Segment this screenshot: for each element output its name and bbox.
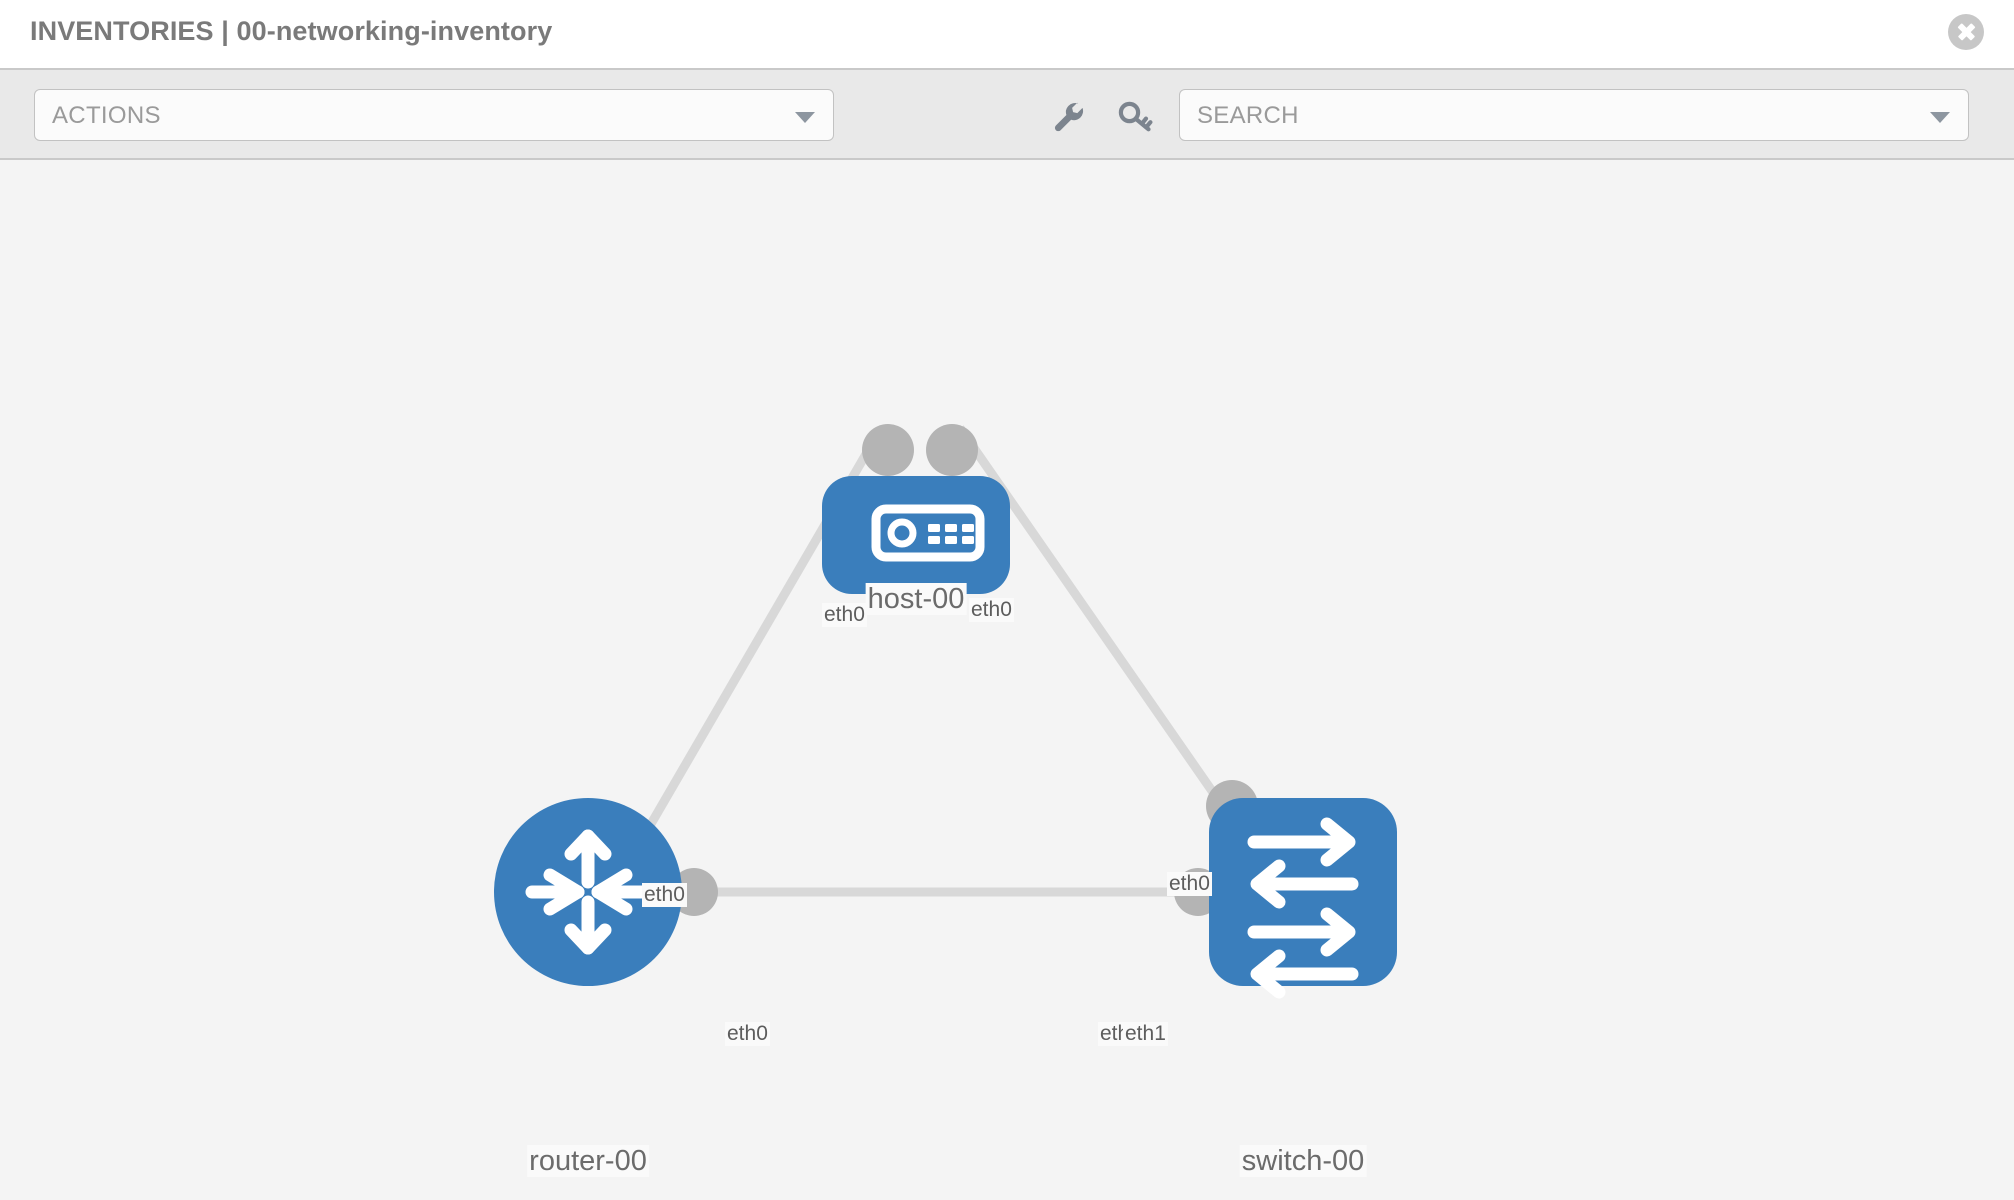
page-title: INVENTORIES | 00-networking-inventory xyxy=(30,16,553,46)
page-header: INVENTORIES | 00-networking-inventory xyxy=(0,0,2014,70)
chevron-down-icon xyxy=(1930,112,1950,123)
actions-dropdown[interactable]: ACTIONS xyxy=(34,89,834,141)
node-host-00[interactable] xyxy=(822,476,1010,594)
key-icon[interactable] xyxy=(1115,96,1155,136)
node-switch-00[interactable] xyxy=(1209,798,1397,999)
close-icon[interactable] xyxy=(1948,14,1984,50)
iface-label: eth0 xyxy=(1167,872,1212,897)
node-router-00[interactable] xyxy=(494,798,682,986)
server-icon-body xyxy=(871,504,985,562)
search-input[interactable]: SEARCH xyxy=(1197,102,1299,129)
chevron-down-icon xyxy=(795,112,815,123)
iface-label: eth0 xyxy=(725,1022,770,1047)
server-icon-dial xyxy=(887,518,917,548)
node-label-switch-00: switch-00 xyxy=(1239,1145,1367,1178)
port-host00-eth0-left[interactable] xyxy=(862,424,914,476)
topology-graph xyxy=(494,424,1397,999)
port-host00-eth0-right[interactable] xyxy=(926,424,978,476)
node-label-host-00: host-00 xyxy=(865,583,967,616)
router-icon-arrows xyxy=(525,829,651,955)
wrench-icon[interactable] xyxy=(1047,96,1087,136)
topology-canvas[interactable]: eth0 eth0 eth0 eth0 eth0 eth eth1 host-0… xyxy=(0,160,2014,1200)
server-icon-leds xyxy=(928,524,974,544)
node-label-router-00: router-00 xyxy=(527,1145,649,1178)
iface-label: eth1 xyxy=(1123,1022,1168,1047)
actions-dropdown-label: ACTIONS xyxy=(52,102,161,129)
iface-label: eth0 xyxy=(642,883,687,908)
toolbar: ACTIONS SEARCH xyxy=(0,70,2014,160)
iface-label: eth0 xyxy=(969,598,1014,623)
switch-icon-arrows xyxy=(1247,817,1359,999)
iface-label: eth0 xyxy=(822,603,867,628)
search-dropdown[interactable]: SEARCH xyxy=(1179,89,1969,141)
